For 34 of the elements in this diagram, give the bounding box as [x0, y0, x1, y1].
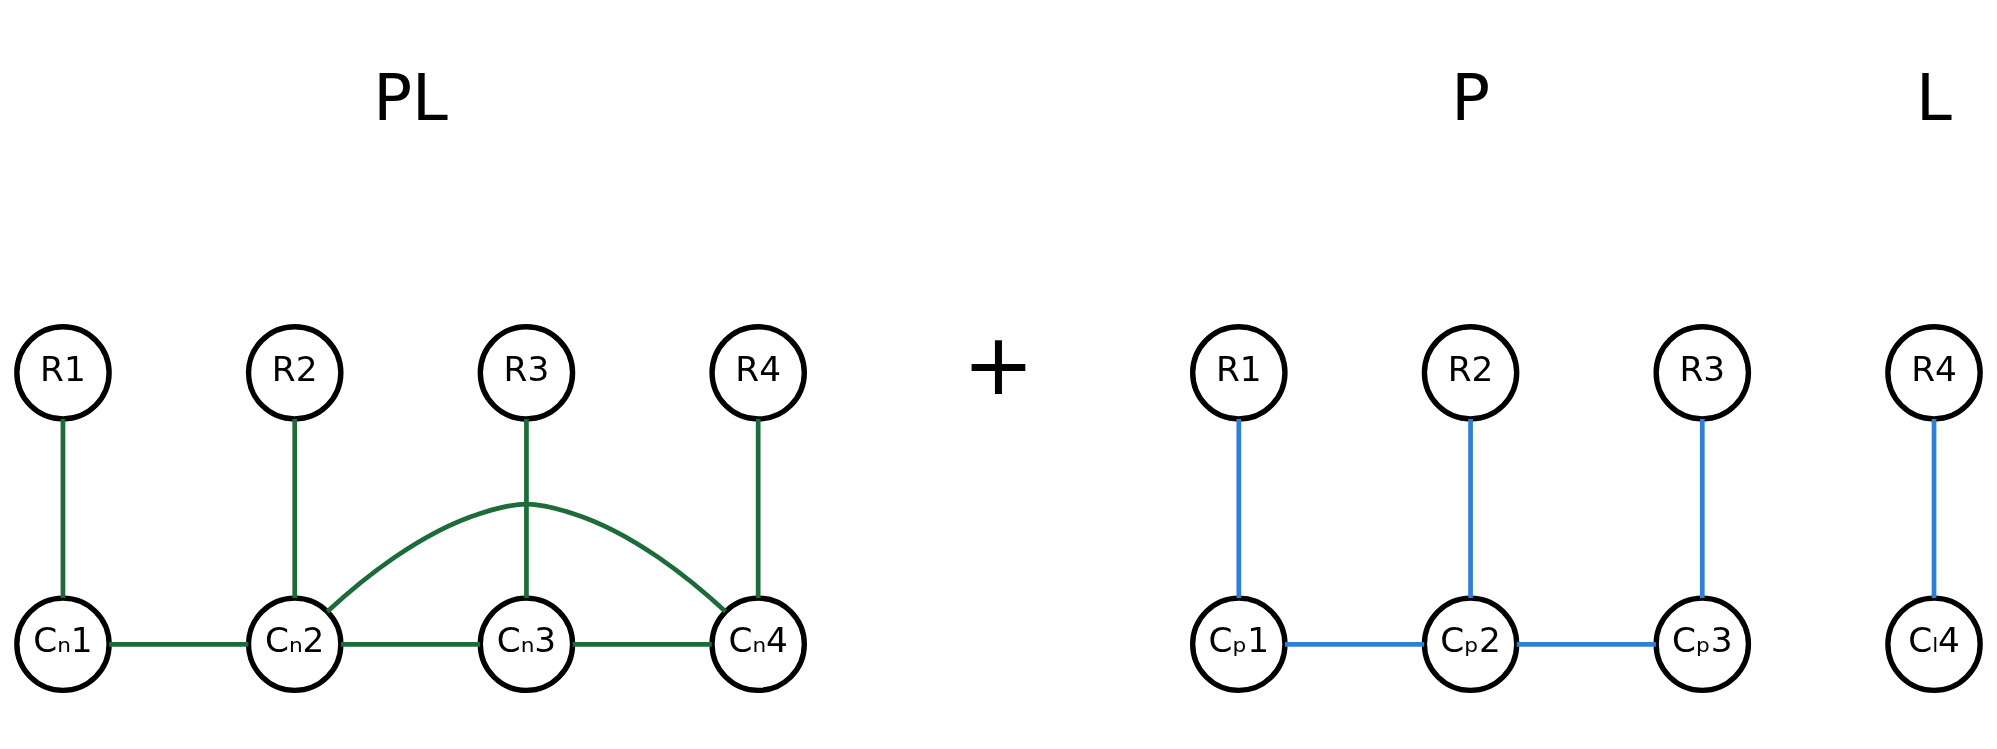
- node-circle: Cₚ2: [1421, 594, 1520, 693]
- label: L: [1916, 59, 1952, 135]
- connector: [325, 501, 728, 613]
- connector: [572, 641, 712, 647]
- node-circle: Cₙ4: [709, 594, 807, 693]
- connector: [524, 418, 529, 598]
- node-circle: R1: [14, 323, 112, 422]
- label: P: [1451, 59, 1490, 135]
- node-circle: R3: [1653, 323, 1752, 422]
- node-circle: Cₙ1: [14, 594, 112, 693]
- node-circle: Cₙ3: [477, 594, 576, 693]
- node-circle: R3: [477, 323, 576, 422]
- node-circle: R1: [1190, 323, 1288, 422]
- node-circle: R2: [245, 323, 344, 422]
- connector: [755, 418, 761, 598]
- node-circle: Cₙ2: [245, 594, 344, 693]
- connector: [1699, 418, 1705, 598]
- connector: [60, 418, 66, 598]
- connector: [292, 418, 298, 598]
- connector: [1285, 641, 1425, 647]
- connector: [1236, 418, 1242, 598]
- node-circle: R2: [1421, 323, 1520, 422]
- connector: [340, 641, 481, 647]
- connector: [109, 641, 249, 647]
- label: PL: [373, 59, 448, 135]
- connector: [1931, 418, 1937, 598]
- node-circle: R4: [1885, 323, 1983, 422]
- connector: [1516, 641, 1656, 647]
- node-circle: Cₗ4: [1885, 594, 1983, 693]
- node-circle: R4: [709, 323, 807, 422]
- node-circle: Cₚ3: [1653, 594, 1752, 693]
- node-circle: Cₚ1: [1190, 594, 1288, 693]
- connector: [1468, 418, 1473, 598]
- label: +: [962, 313, 1035, 414]
